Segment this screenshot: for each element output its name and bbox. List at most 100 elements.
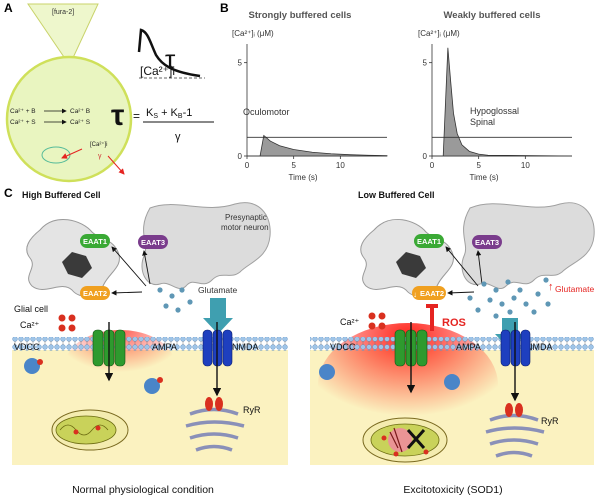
glutamate-dots-right: [467, 277, 551, 319]
eaat2-badge-right: [412, 286, 446, 300]
bound-ca-left-2: [157, 377, 163, 383]
eaat1-label-right: EAAT1: [417, 237, 441, 246]
presynaptic-neuron: [141, 202, 271, 289]
weak-y-tick-label: 5: [423, 59, 428, 68]
ryr-right-1: [505, 403, 513, 417]
cristae-left: [59, 424, 109, 436]
glutamate-up-arrow-right: ↑: [548, 281, 554, 293]
strong-ca-transient-area: [247, 134, 388, 157]
ca-label-right: Ca²⁺: [340, 317, 360, 327]
eaat2-down-arrow-right: ↓: [413, 290, 417, 299]
strong-x-tick-label: 10: [336, 161, 345, 170]
glutamate-label-left: Glutamate: [198, 285, 237, 295]
eaat1-badge-right: [414, 234, 444, 248]
strong-ylabel: [Ca²⁺]ᵢ (μM): [232, 29, 274, 38]
motor-neuron-label: motor neuron: [221, 223, 269, 232]
glial-label: Glial cell: [14, 304, 48, 314]
eaat3-label-right: EAAT3: [475, 238, 499, 247]
strong-xlabel: Time (s): [288, 173, 317, 182]
eaat2-badge-left: [80, 286, 110, 300]
reaction-2-right: Ca²⁺ S: [70, 119, 91, 126]
panel-b-letter: B: [220, 1, 229, 15]
low-buffered-cell: Low Buffered Cell EAAT1 EAAT3 EAAT2 ↓: [310, 190, 595, 496]
equation-numerator: KS + KB-1: [146, 107, 192, 120]
panel-c: C High Buffered Cell Glial cell Presynap…: [4, 186, 595, 496]
strong-y-tick-label: 5: [238, 59, 243, 68]
panel-a: A [fura-2] Ca²⁺ + B Ca²⁺ B Ca²⁺ + S Ca²⁺…: [4, 1, 214, 183]
ryr-label-right: RyR: [541, 416, 559, 426]
nmda-label-right: NMDA: [526, 342, 553, 352]
strong-y-tick-label: 0: [238, 152, 243, 161]
ryr-left-1: [205, 397, 213, 411]
tau-symbol-equation: τ: [111, 99, 124, 132]
mitochondrion-small: [41, 146, 71, 164]
glial-nucleus-right: [396, 252, 426, 278]
reaction-2-left: Ca²⁺ + S: [10, 119, 36, 126]
uptake-arrow: [61, 148, 83, 159]
weak-xlabel: Time (s): [469, 173, 498, 182]
nmda-label-left: NMDA: [232, 342, 259, 352]
eaat1-badge-left: [80, 234, 110, 248]
mito-damage-right: [388, 428, 412, 452]
glial-nucleus: [62, 252, 92, 278]
er-left: [185, 407, 245, 452]
equation-denominator: γ: [175, 131, 181, 143]
weak-trace-label-1: Hypoglossal: [470, 106, 519, 116]
eaat3-badge-left: [138, 235, 168, 249]
ryr-left-2: [215, 397, 223, 411]
ca-label-left: Ca²⁺: [20, 320, 40, 330]
reaction-1-right: Ca²⁺ B: [70, 108, 90, 115]
patched-cell: [5, 55, 133, 183]
buffer-protein-right-2: [444, 374, 460, 390]
ryr-label-left: RyR: [243, 405, 261, 415]
vdcc-label-right: VDCC: [330, 342, 356, 352]
presynaptic-neuron-right: [461, 202, 595, 289]
mito-ca-right-1: [381, 435, 387, 441]
weak-x-tick-label: 5: [476, 161, 481, 170]
panel-c-letter: C: [4, 186, 13, 200]
uptake-arrows-right: [445, 246, 483, 296]
weak-ylabel: [Ca²⁺]ᵢ (μM): [418, 29, 460, 38]
high-title: High Buffered Cell: [22, 190, 101, 200]
strong-x-tick-label: 5: [291, 161, 296, 170]
panel-a-letter: A: [4, 1, 13, 15]
mito-crack-right: [389, 427, 403, 453]
strong-title: Strongly buffered cells: [249, 10, 352, 21]
strong-trace-label: Oculomotor: [243, 107, 290, 117]
low-title: Low Buffered Cell: [358, 190, 435, 200]
weak-ca-transient-area: [432, 47, 573, 157]
ca-ions-left: [58, 314, 76, 332]
equation-numerator-s: S: [153, 113, 158, 120]
eaat2-label-left: EAAT2: [83, 289, 107, 298]
cell-ca-label: [Ca²⁺]i: [90, 141, 108, 148]
er-right: [485, 413, 545, 458]
ros-label: ROS: [442, 317, 466, 329]
vdcc-label-left: VDCC: [14, 342, 40, 352]
ca-ions-right: [368, 312, 386, 330]
ampa-label-left: AMPA: [152, 342, 177, 352]
mito-ca-left-2: [95, 425, 101, 431]
weak-trace-label-2: Spinal: [470, 117, 495, 127]
weak-x-tick-label: 10: [521, 161, 530, 170]
buffer-protein-left-1: [24, 358, 40, 374]
eaat3-label-left: EAAT3: [141, 238, 165, 247]
mitochondrion-left: [55, 415, 117, 445]
ca-trace-label: [Ca²⁺]i: [140, 64, 175, 78]
mito-ca-left-1: [73, 429, 79, 435]
equation-numerator-plus: + K: [158, 107, 179, 119]
tau-symbol-trace: τ: [165, 44, 176, 74]
ampa-label-right: AMPA: [456, 342, 481, 352]
equation-numerator-minus: -1: [183, 107, 193, 119]
bound-ca-left-1: [37, 359, 43, 365]
vdcc-channel-left: [92, 329, 126, 367]
eaat1-label-left: EAAT1: [83, 237, 107, 246]
buffer-protein-left-2: [144, 378, 160, 394]
pipette-label: [fura-2]: [52, 9, 74, 16]
cell-gamma-label: γ: [98, 153, 102, 160]
ryr-right-2: [515, 403, 523, 417]
weak-y-tick-label: 0: [423, 152, 428, 161]
presynaptic-label: Presynaptic: [225, 213, 267, 222]
panel-b: B Strongly buffered cells Weakly buffere…: [220, 1, 573, 182]
